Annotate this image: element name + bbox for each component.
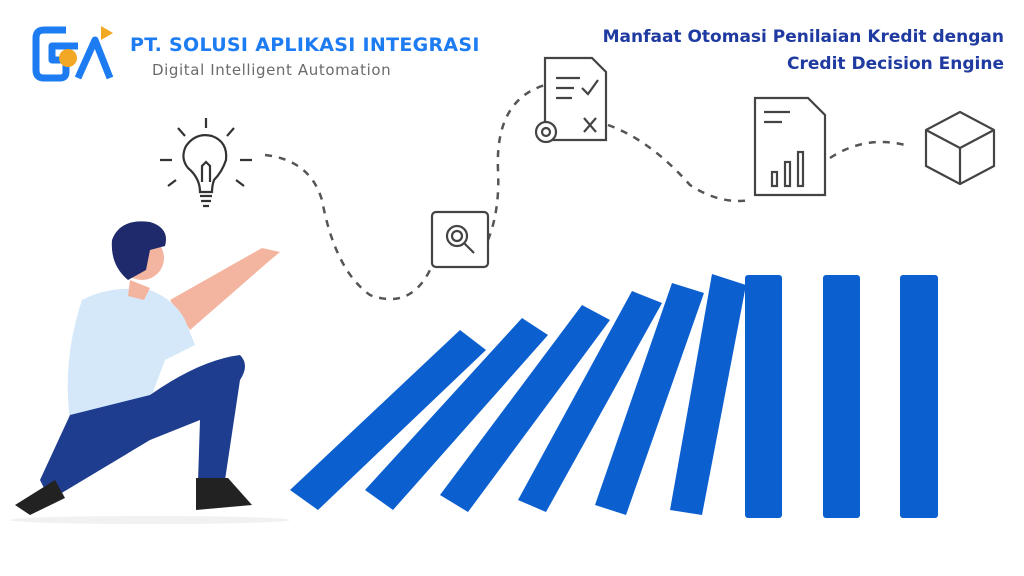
dashed-connector	[264, 83, 906, 301]
document-check-gear-icon	[534, 56, 608, 144]
domino-standing-2	[823, 275, 860, 518]
domino-fallen-2	[365, 318, 548, 510]
person-figure	[10, 221, 290, 524]
headline-line-1: Manfaat Otomasi Penilaian Kredit dengan	[602, 27, 1004, 47]
headline-line-2: Credit Decision Engine	[787, 54, 1004, 74]
domino-fallen-6	[670, 274, 746, 515]
domino-fallen-4	[518, 291, 662, 512]
domino-standing-3	[900, 275, 938, 518]
dominoes	[290, 274, 938, 518]
company-tagline: Digital Intelligent Automation	[152, 61, 392, 79]
domino-fallen-1	[290, 330, 486, 510]
domino-standing-1	[745, 275, 782, 518]
magnifier-icon	[430, 210, 490, 269]
domino-fallen-3	[440, 305, 610, 512]
cube-icon	[924, 110, 996, 186]
headline: Manfaat Otomasi Penilaian Kredit dengan …	[603, 24, 1004, 78]
company-name: PT. SOLUSI APLIKASI INTEGRASI	[130, 34, 480, 56]
report-chart-icon	[753, 96, 827, 197]
lightbulb-icon	[160, 118, 252, 208]
domino-fallen-5	[595, 283, 704, 515]
company-logo	[32, 26, 114, 82]
